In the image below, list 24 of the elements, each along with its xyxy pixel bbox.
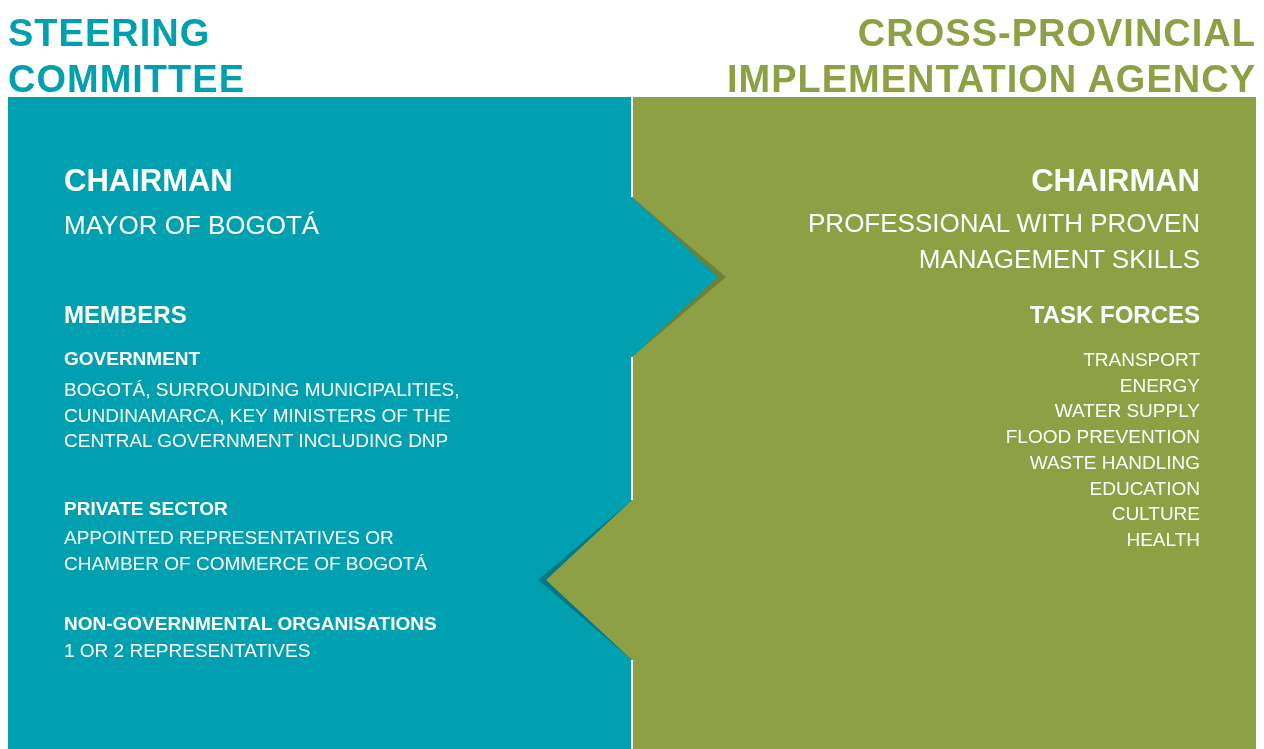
chairman-text: MAYOR OF BOGOTÁ [64,209,321,242]
body-text: WATER SUPPLY [1053,399,1200,424]
section-heading: MEMBERS [64,300,188,330]
body-text: HEALTH [1125,527,1200,552]
chairman-heading: CHAIRMAN [1030,163,1200,199]
subsection-heading: PRIVATE SECTOR [64,497,229,521]
chairman-text: PROFESSIONAL WITH PROVEN MANAGEMENT SKILLS [807,207,1200,276]
chairman-heading: CHAIRMAN [64,163,234,199]
body-text: EDUCATION [1088,476,1200,501]
chevron-arrow [632,197,726,357]
panel-heading: STEERING COMMITTEE [8,11,246,102]
body-text: ENERGY [1118,373,1200,398]
subsection-heading: GOVERNMENT [64,347,202,371]
body-text: 1 OR 2 REPRESENTATIVES [64,639,312,663]
body-text: TRANSPORT [1082,348,1200,372]
body-text: BOGOTÁ, SURROUNDING MUNICIPALITIES, CUNDINAMARCA, KEY MINISTERS OF THE CENTRAL GOVERNMENT INCLUDING DNP [64,378,461,454]
body-text: APPOINTED REPRESENTATIVES OR CHAMBER OF COMMERCE OF BOGOTÁ [64,526,429,576]
subsection-heading: NON-GOVERNMENTAL ORGANISATIONS [64,612,438,636]
body-text: CULTURE [1110,502,1200,527]
panel-heading: CROSS-PROVINCIAL IMPLEMENTATION AGENCY [725,11,1256,102]
body-text: FLOOD PREVENTION [1004,425,1200,450]
body-text: WASTE HANDLING [1028,450,1200,475]
section-heading: TASK FORCES [1028,300,1200,330]
chevron-arrow [538,500,632,660]
